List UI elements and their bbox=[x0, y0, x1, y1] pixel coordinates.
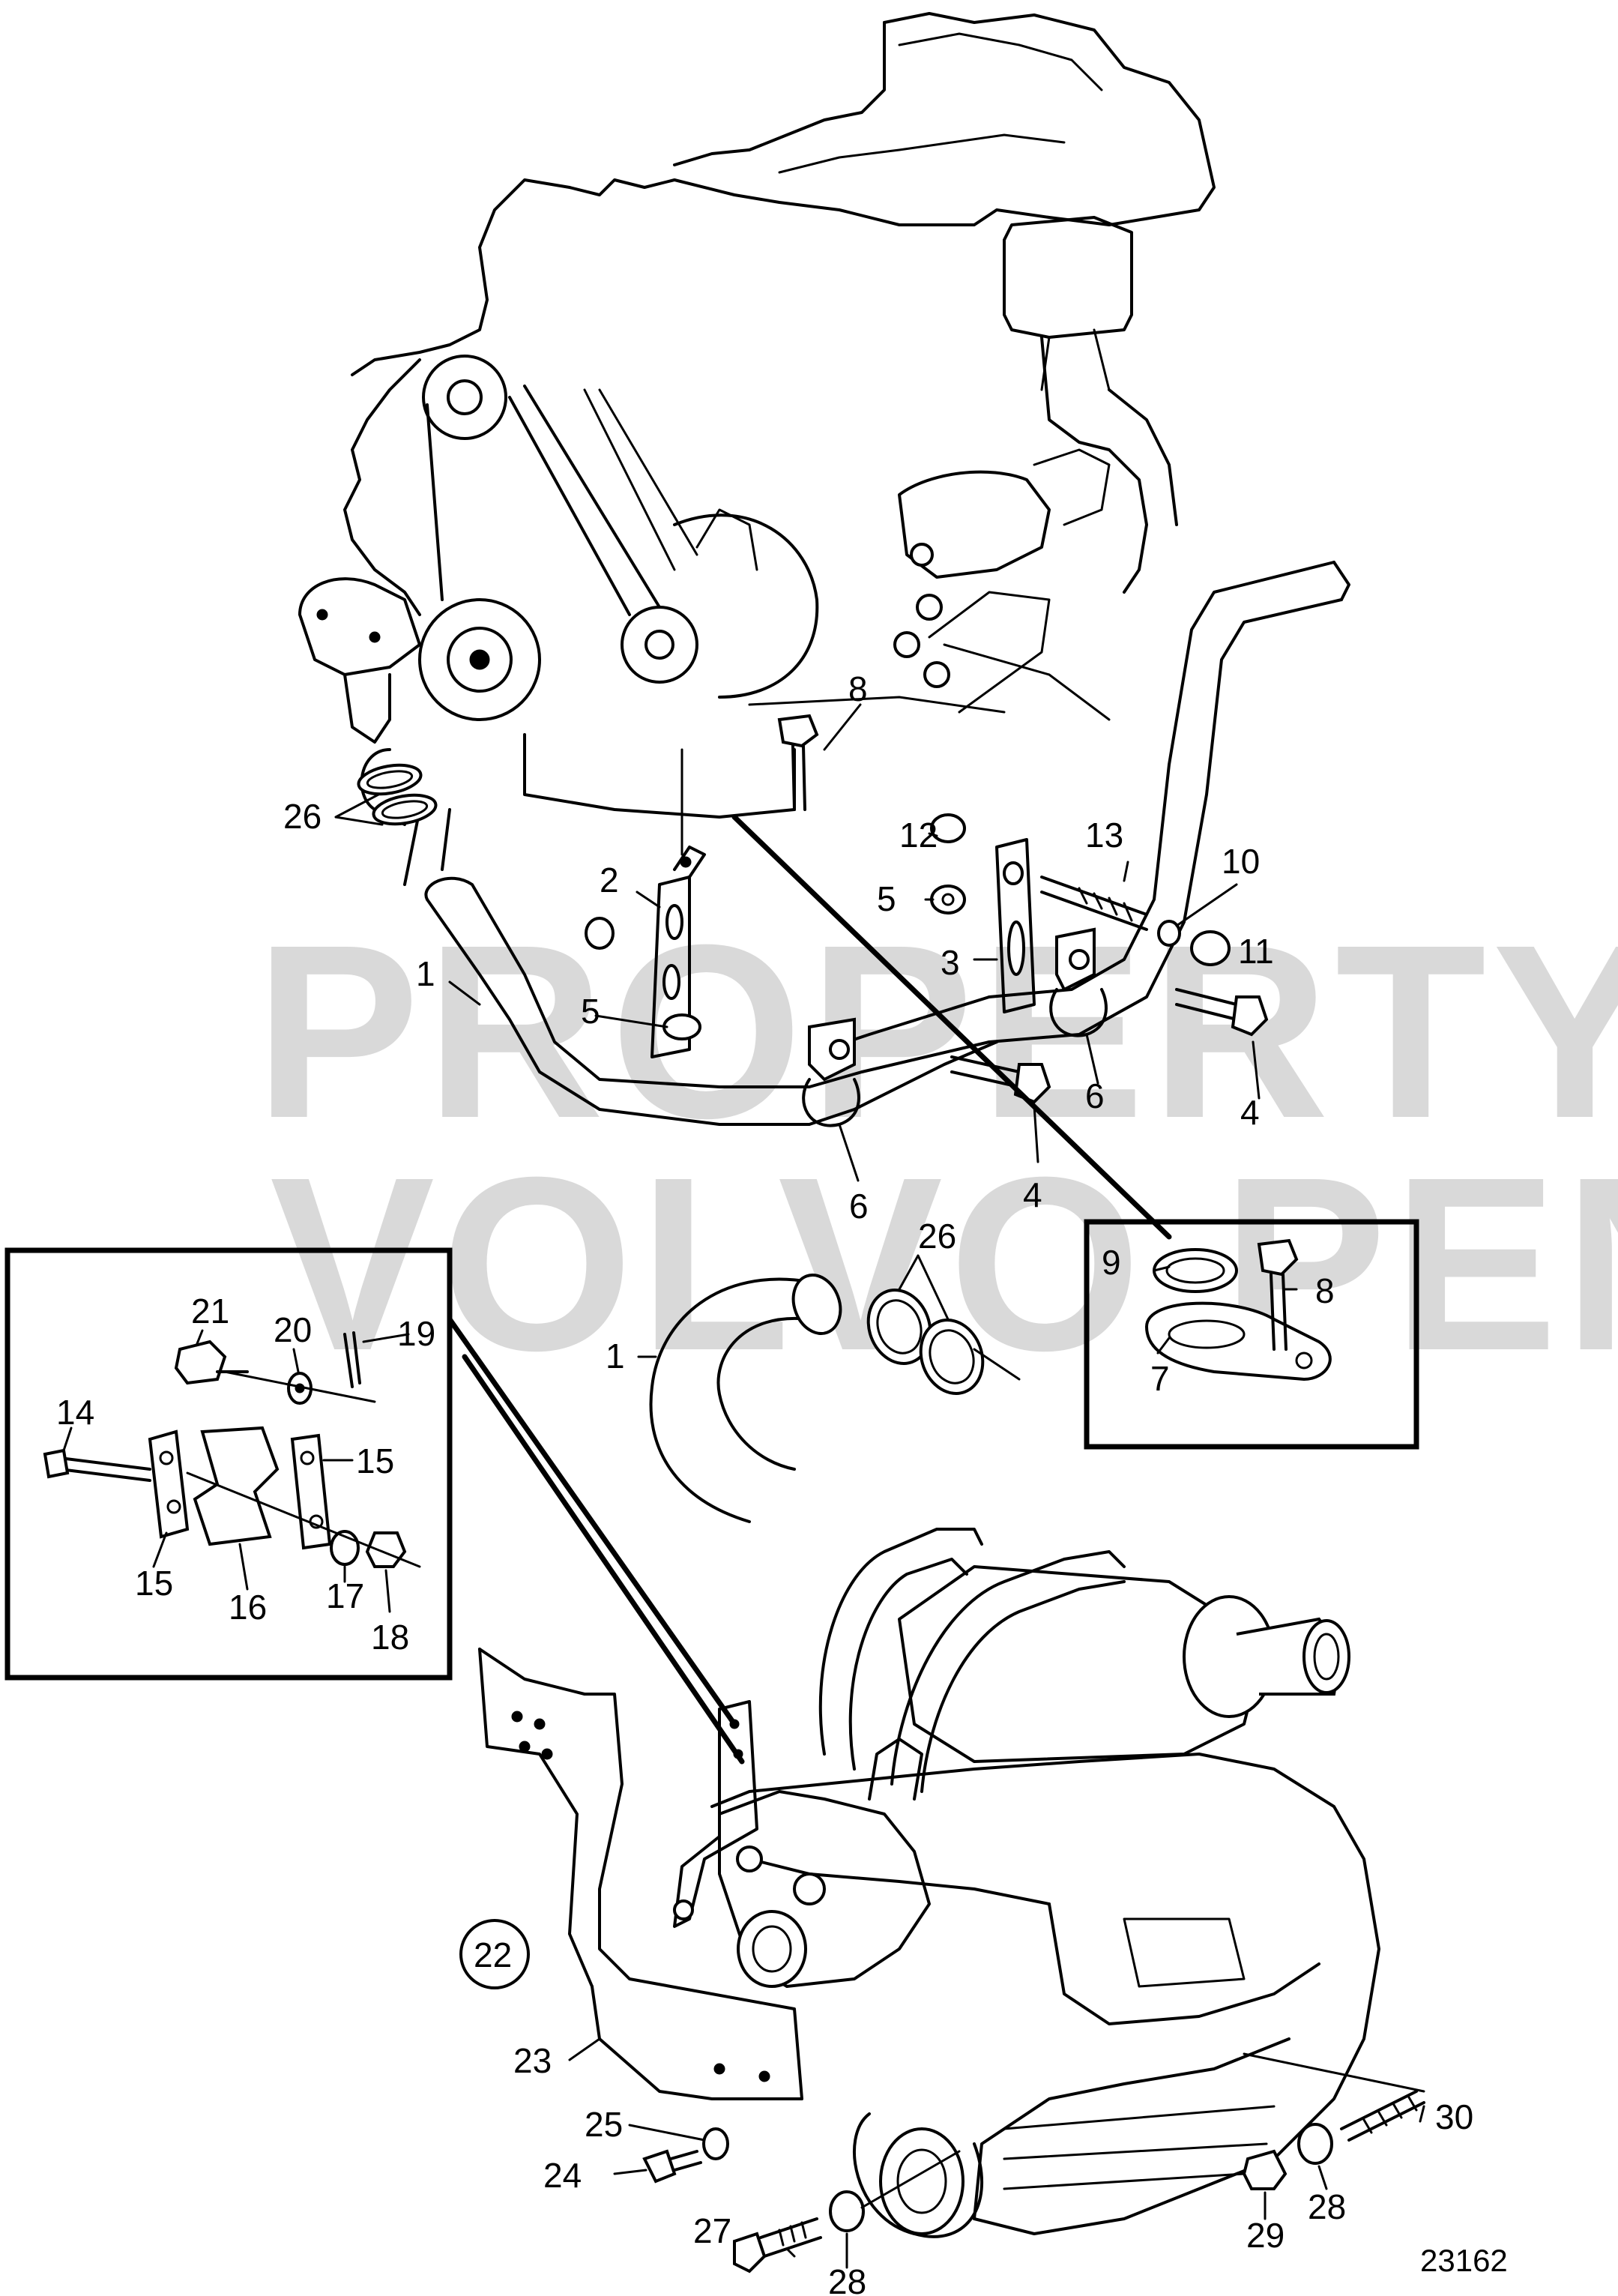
callout-9: 9 bbox=[1102, 1243, 1121, 1282]
callout-20: 20 bbox=[274, 1310, 312, 1349]
callout-29: 29 bbox=[1246, 2216, 1285, 2255]
washer-10 bbox=[1157, 920, 1181, 947]
nut-11 bbox=[1190, 930, 1231, 966]
callout-2: 2 bbox=[600, 861, 619, 900]
callout-8-upper: 8 bbox=[848, 669, 868, 708]
callout-5-upper: 5 bbox=[877, 879, 896, 918]
nut-18 bbox=[365, 1531, 407, 1568]
pin-21 bbox=[174, 1340, 227, 1385]
spacer-12 bbox=[930, 813, 966, 843]
callout-11: 11 bbox=[1238, 932, 1274, 971]
callout-19: 19 bbox=[397, 1314, 435, 1353]
bracket-2 bbox=[650, 748, 706, 1058]
bolt-14 bbox=[58, 1456, 151, 1482]
callout-22-circle bbox=[459, 1919, 530, 1989]
gearbox-outline-icon bbox=[710, 1528, 1380, 2238]
callout-7: 7 bbox=[1150, 1359, 1170, 1398]
callout-26-lower: 26 bbox=[918, 1217, 956, 1256]
stud-30 bbox=[1340, 2090, 1425, 2142]
callout-labels: 8 26 2 12 13 10 5 11 3 1 5 6 4 6 4 9 8 7… bbox=[56, 669, 1473, 2296]
block-16 bbox=[193, 1426, 280, 1546]
callout-15-left: 15 bbox=[135, 1564, 173, 1603]
callout-13: 13 bbox=[1085, 816, 1123, 855]
callout-6-left: 6 bbox=[849, 1187, 869, 1226]
clamp-26-lower-a bbox=[866, 1289, 932, 1365]
callout-25: 25 bbox=[585, 2105, 623, 2144]
fasteners-upper-right bbox=[585, 813, 1231, 1040]
detail-pointer-lower-a bbox=[447, 1316, 737, 1727]
bolts-4 bbox=[950, 988, 1269, 1104]
nut-29 bbox=[1242, 2149, 1288, 2190]
callout-23: 23 bbox=[513, 2041, 552, 2080]
bolt-8-detail bbox=[1257, 1238, 1299, 1277]
callout-28-right: 28 bbox=[1308, 2187, 1346, 2226]
bolt-8-upper bbox=[777, 714, 819, 811]
callout-27: 27 bbox=[693, 2211, 731, 2250]
fasteners-lower bbox=[642, 2052, 1425, 2274]
callout-12: 12 bbox=[899, 816, 938, 855]
callout-1-upper: 1 bbox=[416, 954, 435, 993]
washer-28-right bbox=[1297, 2123, 1333, 2165]
bolt-24 bbox=[642, 2149, 677, 2184]
clamp-26-lower-b bbox=[919, 1319, 985, 1395]
washer-25 bbox=[702, 2127, 729, 2160]
hose-lower bbox=[649, 1274, 1021, 1523]
detail-pointer-lower-b bbox=[462, 1354, 745, 1765]
washer-28-left bbox=[829, 2190, 865, 2232]
washer-5-lower bbox=[662, 1013, 701, 1040]
callout-21: 21 bbox=[191, 1292, 229, 1331]
callout-14: 14 bbox=[56, 1393, 94, 1432]
engine-outline-icon bbox=[298, 12, 1216, 819]
bracket-3 bbox=[995, 838, 1036, 1013]
callout-26-upper: 26 bbox=[283, 797, 322, 836]
callout-1-lower: 1 bbox=[606, 1337, 625, 1376]
detail-box-mount bbox=[4, 1247, 453, 1681]
callout-5-lower: 5 bbox=[581, 992, 600, 1031]
hose-clamps-26-top bbox=[357, 763, 438, 826]
callout-10: 10 bbox=[1222, 842, 1260, 881]
callout-28-left: 28 bbox=[828, 2262, 866, 2296]
callout-leaders bbox=[62, 703, 1425, 2269]
watermark: PROPERTY OF VOLVO PENTA bbox=[255, 893, 1618, 1402]
clamp-brackets-6 bbox=[802, 927, 1108, 1127]
callout-18: 18 bbox=[371, 1618, 409, 1657]
callout-16: 16 bbox=[229, 1588, 267, 1627]
mounting-bracket-icon bbox=[478, 1648, 803, 2100]
washer-5-upper bbox=[930, 885, 966, 915]
detail-pointer-upper bbox=[731, 814, 1172, 1240]
hose-upper bbox=[360, 748, 998, 1126]
cotter-19 bbox=[343, 1331, 361, 1388]
callout-30: 30 bbox=[1435, 2097, 1473, 2136]
figure-number: 23162 bbox=[1420, 2243, 1508, 2278]
callout-24: 24 bbox=[543, 2156, 582, 2195]
plate-15-left bbox=[148, 1429, 190, 1539]
watermark-line-1: PROPERTY OF bbox=[255, 893, 1618, 1169]
callout-17: 17 bbox=[326, 1576, 364, 1615]
callout-15-right: 15 bbox=[356, 1441, 394, 1480]
callout-3: 3 bbox=[941, 943, 960, 982]
callout-6-right: 6 bbox=[1085, 1076, 1105, 1115]
callout-22: 22 bbox=[474, 1935, 512, 1974]
bolt-27 bbox=[733, 2232, 767, 2274]
callout-8-detail: 8 bbox=[1315, 1271, 1335, 1310]
callout-4-left: 4 bbox=[1023, 1175, 1042, 1214]
callout-4-right: 4 bbox=[1240, 1093, 1260, 1132]
